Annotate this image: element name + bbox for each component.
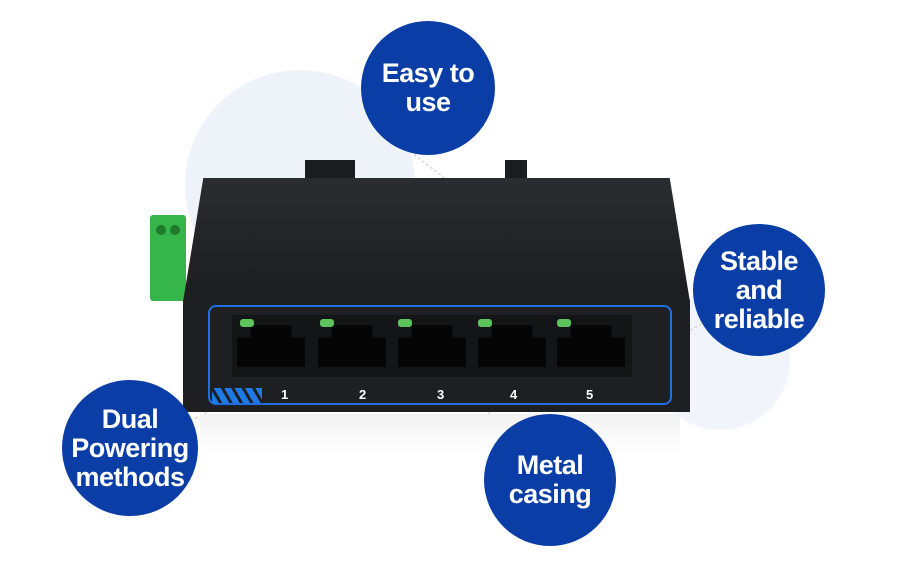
feature-stable-reliable: Stable and reliable <box>693 224 825 356</box>
din-rail-clip <box>505 160 527 180</box>
feature-easy-to-use: Easy to use <box>361 21 495 155</box>
switch-top-face <box>183 178 690 302</box>
port-label: 4 <box>510 387 518 402</box>
port-led <box>478 319 492 327</box>
port-led <box>557 319 571 327</box>
feature-dual-power: Dual Powering methods <box>62 380 198 516</box>
din-rail-clip <box>305 160 355 180</box>
power-terminal-block <box>150 215 186 301</box>
port-label: 5 <box>586 387 594 402</box>
port-panel-frame <box>208 305 672 405</box>
feature-metal-casing: Metal casing <box>484 414 616 546</box>
port-label: 3 <box>437 387 445 402</box>
port-label: 2 <box>359 387 367 402</box>
port-label: 1 <box>281 387 289 402</box>
brand-stripes <box>212 388 262 403</box>
port-led <box>320 319 334 327</box>
port-led <box>398 319 412 327</box>
port-led <box>240 319 254 327</box>
